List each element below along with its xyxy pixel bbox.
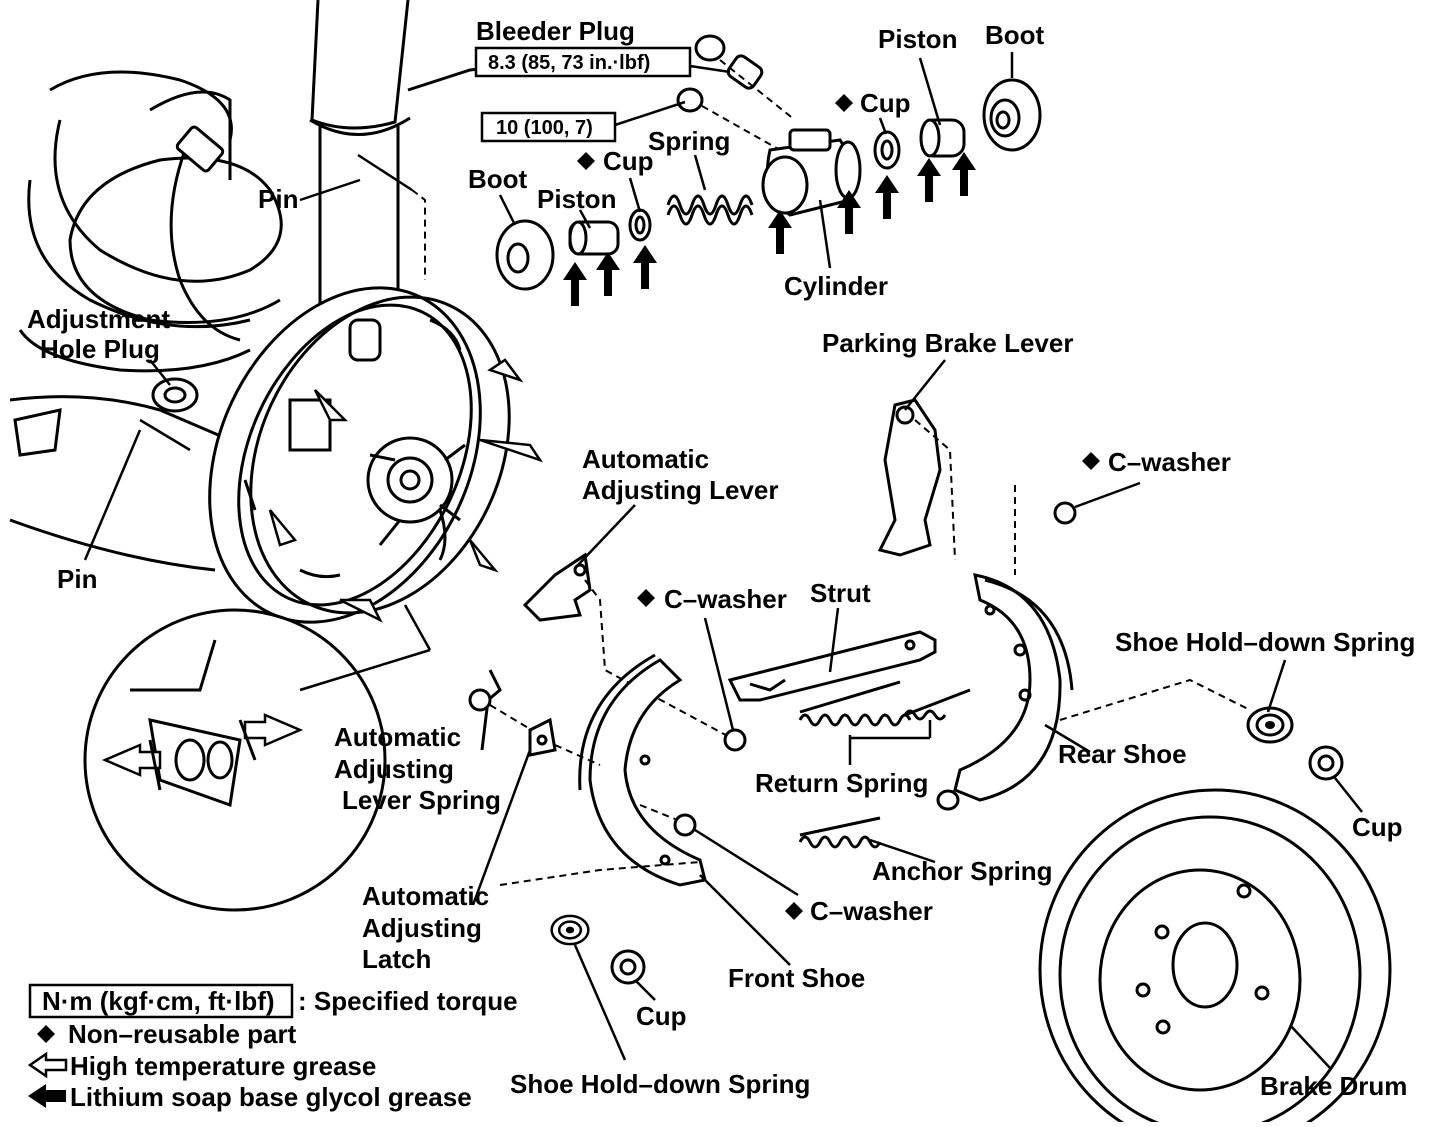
pin-bottom-label: Pin bbox=[57, 564, 97, 594]
detail-inset bbox=[83, 604, 432, 912]
boot-top-part bbox=[982, 78, 1042, 152]
auto-adj-spring-label-1: Automatic bbox=[334, 722, 461, 752]
cups-lower bbox=[610, 745, 1344, 985]
legend-torque-box bbox=[28, 983, 294, 1019]
diamond-icon bbox=[835, 94, 853, 112]
cup-top-label: Cup bbox=[860, 88, 911, 118]
suspension-strut bbox=[309, 0, 561, 310]
shoe-holddown-bottom-label: Shoe Hold–down Spring bbox=[510, 1069, 810, 1099]
adjustment-hole-plug-label-2: Hole Plug bbox=[40, 334, 160, 364]
diamond-icon bbox=[577, 152, 595, 170]
spring-part bbox=[666, 194, 754, 226]
auto-adj-spring-label-2: Adjusting bbox=[334, 754, 454, 784]
bleeder-plug-label: Bleeder Plug bbox=[476, 16, 635, 46]
brake-drum-part bbox=[1038, 788, 1392, 1127]
backing-plate bbox=[208, 286, 544, 624]
brake-drum-label: Brake Drum bbox=[1260, 1071, 1407, 1101]
diamond-icon bbox=[37, 1025, 55, 1043]
cylinder-label: Cylinder bbox=[784, 271, 888, 301]
pin-top-label: Pin bbox=[258, 184, 298, 214]
cup-mid-label: Cup bbox=[603, 146, 654, 176]
hollow-arrow-icon bbox=[27, 1051, 68, 1079]
cylinder-bolt-part bbox=[676, 87, 781, 151]
return-spring-label: Return Spring bbox=[755, 768, 928, 798]
piston-left-part bbox=[568, 220, 620, 256]
diamond-icon bbox=[785, 902, 803, 920]
cup-mid-part bbox=[628, 208, 652, 242]
auto-adj-lever-label-2: Adjusting Lever bbox=[582, 475, 778, 505]
auto-adj-latch-label-2: Adjusting bbox=[362, 913, 482, 943]
c-washer-bottom-label: C–washer bbox=[810, 896, 933, 926]
parking-brake-lever-label: Parking Brake Lever bbox=[822, 328, 1073, 358]
adjustment-hole-plug-label-1: Adjustment bbox=[27, 304, 170, 334]
legend-torque-box-text: N·m (kgf·cm, ft·lbf) bbox=[42, 986, 275, 1016]
legend-nonreusable: Non–reusable part bbox=[68, 1019, 297, 1049]
diamond-icon bbox=[637, 589, 655, 607]
auto-adj-lever-label-1: Automatic bbox=[582, 444, 709, 474]
auto-adj-latch-label-3: Latch bbox=[362, 944, 431, 974]
rear-shoe-part bbox=[936, 485, 1251, 811]
cylinder-part bbox=[761, 128, 862, 217]
c-washer-mid-label: C–washer bbox=[664, 584, 787, 614]
c-washers bbox=[673, 501, 1077, 837]
legend-torque-desc: : Specified torque bbox=[298, 986, 518, 1016]
auto-adjusting-lever-spring-part bbox=[468, 669, 541, 751]
cyl-torque-label: 10 (100, 7) bbox=[496, 117, 593, 139]
spring-label: Spring bbox=[648, 126, 730, 156]
legend: N·m (kgf·cm, ft·lbf) : Specified torque … bbox=[27, 983, 518, 1112]
piston-left-label: Piston bbox=[537, 184, 616, 214]
rear-shoe-label: Rear Shoe bbox=[1058, 739, 1187, 769]
diamond-icon bbox=[1082, 452, 1100, 470]
bleeder-torque-label: 8.3 (85, 73 in.·lbf) bbox=[488, 52, 650, 74]
cyl-torque-box bbox=[480, 111, 617, 143]
cup-bottom-label: Cup bbox=[636, 1001, 687, 1031]
legend-high-temp: High temperature grease bbox=[70, 1051, 376, 1081]
shoe-holddown-right-label: Shoe Hold–down Spring bbox=[1115, 627, 1415, 657]
adjustment-hole-plug-part bbox=[151, 377, 199, 413]
auto-adj-spring-label-3: Lever Spring bbox=[342, 785, 501, 815]
leader-lines bbox=[83, 52, 1363, 1069]
brake-hose bbox=[149, 90, 241, 342]
auto-adjusting-lever-part bbox=[522, 552, 736, 741]
piston-top-part bbox=[919, 118, 966, 158]
boot-top-label: Boot bbox=[985, 20, 1045, 50]
auto-adj-latch-label-1: Automatic bbox=[362, 881, 489, 911]
bleeder-plug-part bbox=[694, 34, 796, 121]
boot-left-label: Boot bbox=[468, 164, 528, 194]
cup-top-part bbox=[873, 130, 901, 170]
anchor-spring-part bbox=[798, 816, 882, 849]
return-spring-part bbox=[798, 680, 971, 765]
bleeder-torque-box bbox=[474, 46, 692, 78]
axle-beam bbox=[9, 395, 231, 572]
anchor-spring-label: Anchor Spring bbox=[872, 856, 1053, 886]
c-washer-right-label: C–washer bbox=[1108, 447, 1231, 477]
pins bbox=[139, 153, 426, 452]
auto-adjusting-latch-part bbox=[528, 717, 601, 766]
strut-part bbox=[727, 630, 937, 702]
boot-left-part bbox=[495, 219, 555, 291]
cup-right-label: Cup bbox=[1352, 812, 1403, 842]
front-shoe-part bbox=[578, 653, 707, 887]
piston-top-label: Piston bbox=[878, 24, 957, 54]
parking-brake-lever-part bbox=[877, 398, 956, 561]
solid-arrow-icon bbox=[28, 1084, 66, 1108]
legend-lithium: Lithium soap base glycol grease bbox=[70, 1082, 472, 1112]
front-shoe-label: Front Shoe bbox=[728, 963, 865, 993]
strut-label: Strut bbox=[810, 578, 871, 608]
